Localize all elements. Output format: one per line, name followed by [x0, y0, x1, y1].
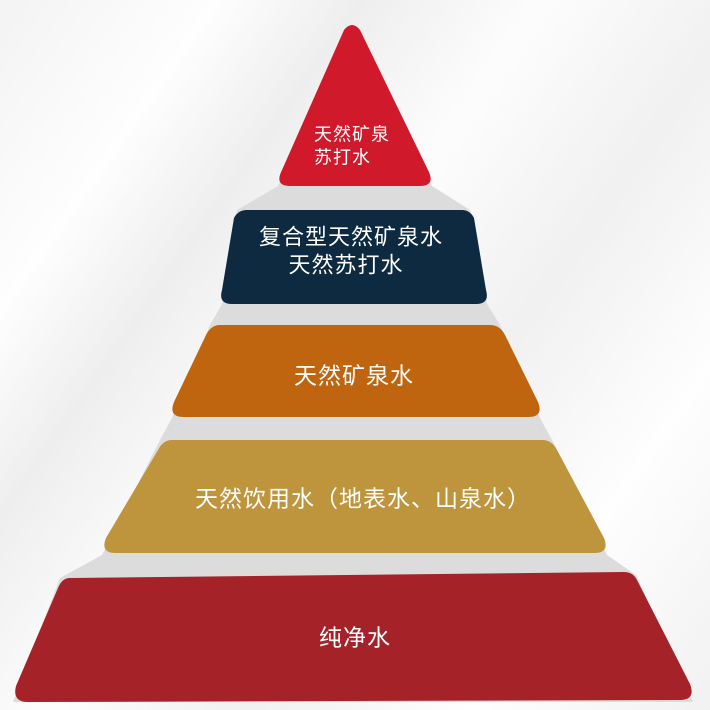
pyramid-level-4-label: 天然饮用水（地表水、山泉水）: [195, 486, 531, 513]
pyramid-level-2-line-2: 天然苏打水: [288, 253, 404, 278]
pyramid-level-5-label: 纯净水: [319, 625, 391, 652]
pyramid-level-3-label: 天然矿泉水: [294, 363, 414, 390]
pyramid-level-1-shape: [279, 25, 431, 186]
pyramid-level-5-shape: [15, 572, 692, 702]
pyramid-level-3-shape: [172, 325, 540, 417]
pyramid-level-2-line-1: 复合型天然矿泉水: [258, 225, 444, 251]
pyramid-level-1-label: 天然矿泉 苏打水: [314, 125, 390, 170]
pyramid-level-1-line-2: 苏打水: [314, 147, 371, 168]
pyramid-level-2-label: 复合型天然矿泉水 天然苏打水: [259, 225, 443, 280]
pyramid-level-1-line-1: 天然矿泉: [314, 124, 390, 146]
pyramid-level-2-shape: [221, 210, 487, 304]
pyramid-level-4-shape: [104, 440, 606, 553]
